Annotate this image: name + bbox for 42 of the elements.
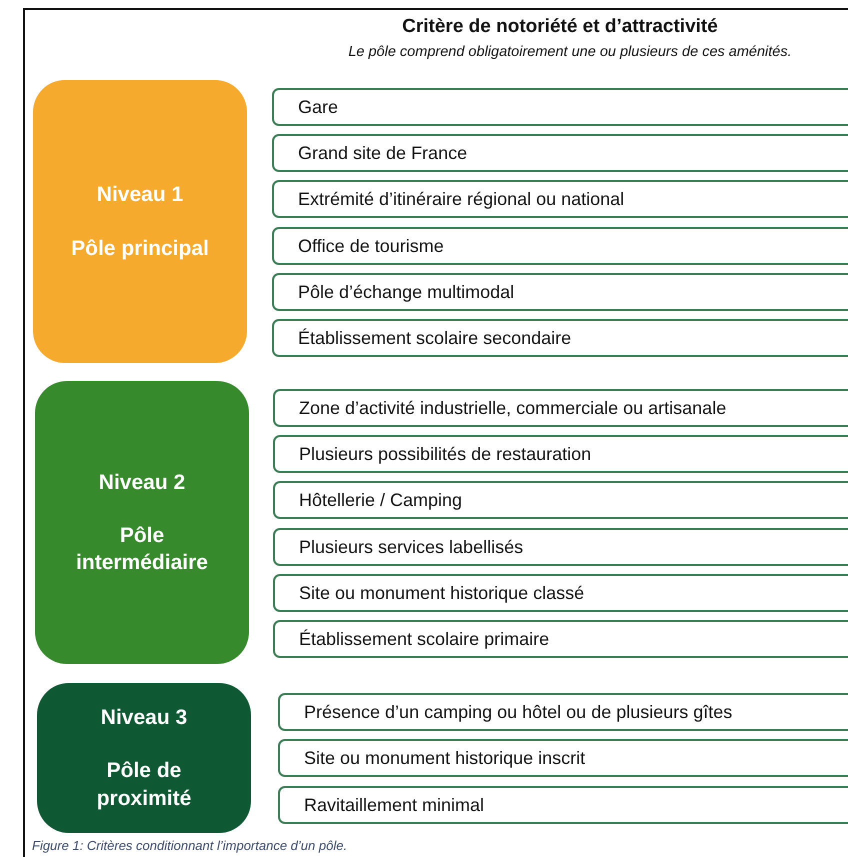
level-name: Pôle de proximité	[96, 758, 192, 812]
criterion-text: Site ou monument historique inscrit	[304, 748, 586, 768]
criterion-text: Présence d’un camping ou hôtel ou de plusieurs gîtes	[304, 702, 732, 722]
criterion-box	[272, 180, 848, 218]
criterion-text: Hôtellerie / Camping	[299, 490, 462, 510]
level-name: Pôle intermédiaire	[75, 522, 209, 576]
criterion-box	[273, 481, 848, 519]
level-box	[37, 683, 251, 833]
criterion-text: Plusieurs possibilités de restauration	[299, 444, 592, 464]
criterion-text: Zone d’activité industrielle, commerciale ou artisanale	[299, 398, 726, 418]
criterion-box	[273, 574, 848, 612]
criterion-box	[272, 88, 848, 126]
criterion-box	[273, 389, 848, 427]
diagram-title: Critère de notoriété et d’attractivité	[401, 16, 719, 38]
criterion-text: Grand site de France	[298, 142, 468, 164]
criterion-text: Site ou monument historique classé	[299, 582, 584, 604]
criterion-text: Ravitaillement minimal	[304, 794, 484, 816]
criterion-box	[272, 273, 848, 311]
criterion-box	[272, 227, 848, 265]
level-heading: Niveau 3	[100, 705, 188, 732]
figure-caption: Figure 1: Critères conditionnant l’importance d’un pôle.	[32, 838, 348, 853]
criterion-box	[278, 786, 848, 824]
criterion-text: Plusieurs services labellisés	[299, 536, 524, 558]
subtitle-note: Le pôle comprend obligatoirement une ou plusieurs de ces aménités.	[347, 44, 793, 60]
level-box	[33, 80, 247, 363]
level-name: Pôle principal	[71, 236, 209, 262]
criterion-text: Office de tourisme	[298, 236, 444, 256]
criterion-box	[272, 134, 848, 172]
criterion-box	[273, 528, 848, 566]
level-heading: Niveau 1	[96, 182, 184, 208]
criterion-text: Pôle d’échange multimodal	[298, 282, 514, 302]
criterion-text: Établissement scolaire primaire	[299, 628, 550, 650]
criterion-box	[278, 693, 848, 731]
criterion-text: Établissement scolaire secondaire	[298, 328, 572, 348]
criterion-text: Gare	[298, 96, 338, 118]
level-box	[35, 381, 249, 664]
criterion-box	[273, 620, 848, 658]
criterion-text: Extrémité d’itinéraire régional ou national	[298, 188, 624, 210]
criterion-box	[273, 435, 848, 473]
criterion-box	[278, 739, 848, 777]
level-heading: Niveau 2	[98, 470, 186, 496]
criterion-box	[272, 319, 848, 357]
